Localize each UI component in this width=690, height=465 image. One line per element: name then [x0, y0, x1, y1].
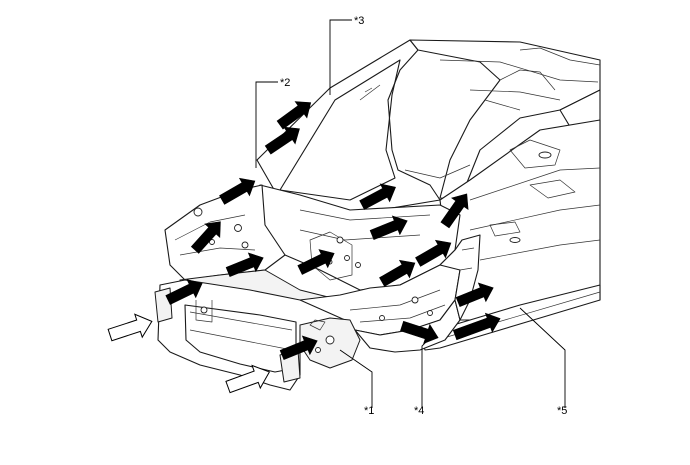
arrow-solid: [379, 259, 416, 287]
leader-c3: [329, 19, 352, 95]
arrow-solid: [225, 252, 264, 278]
arrow-solid: [264, 126, 300, 155]
vehicle-body-structure: [154, 39, 601, 391]
callout-5: *5: [557, 405, 567, 417]
arrow-solid: [440, 193, 469, 229]
arrow-solid: [415, 239, 452, 267]
leader-c4: [421, 339, 429, 408]
arrow-outline: [107, 313, 153, 342]
force-arrows: [165, 101, 501, 361]
callout-1: *1: [364, 405, 374, 417]
arrow-outline: [225, 364, 271, 394]
leader-c1: [339, 349, 373, 408]
arrow-solid: [165, 279, 203, 305]
leader-c2: [255, 81, 278, 168]
callout-labels: *1 *2 *3 *4 *5: [280, 15, 567, 417]
arrow-solid: [369, 215, 408, 241]
arrow-solid: [359, 183, 396, 210]
callout-2: *2: [280, 77, 290, 89]
callout-leaders: [255, 19, 566, 408]
arrow-solid: [455, 282, 494, 308]
arrow-solid: [279, 335, 318, 361]
callout-4: *4: [414, 405, 424, 417]
leader-c5: [519, 307, 566, 408]
radiator-opening: [184, 304, 297, 373]
input-force-arrows: [107, 313, 271, 394]
callout-3: *3: [354, 15, 364, 27]
arrow-solid: [400, 320, 439, 345]
arrow-solid: [219, 177, 256, 205]
arrow-solid: [297, 249, 335, 275]
left-bumper-mount: [154, 287, 173, 323]
windshield-opening: [279, 59, 401, 201]
arrow-solid: [452, 312, 501, 341]
arrow-solid: [190, 221, 221, 254]
arrow-solid: [276, 101, 312, 130]
